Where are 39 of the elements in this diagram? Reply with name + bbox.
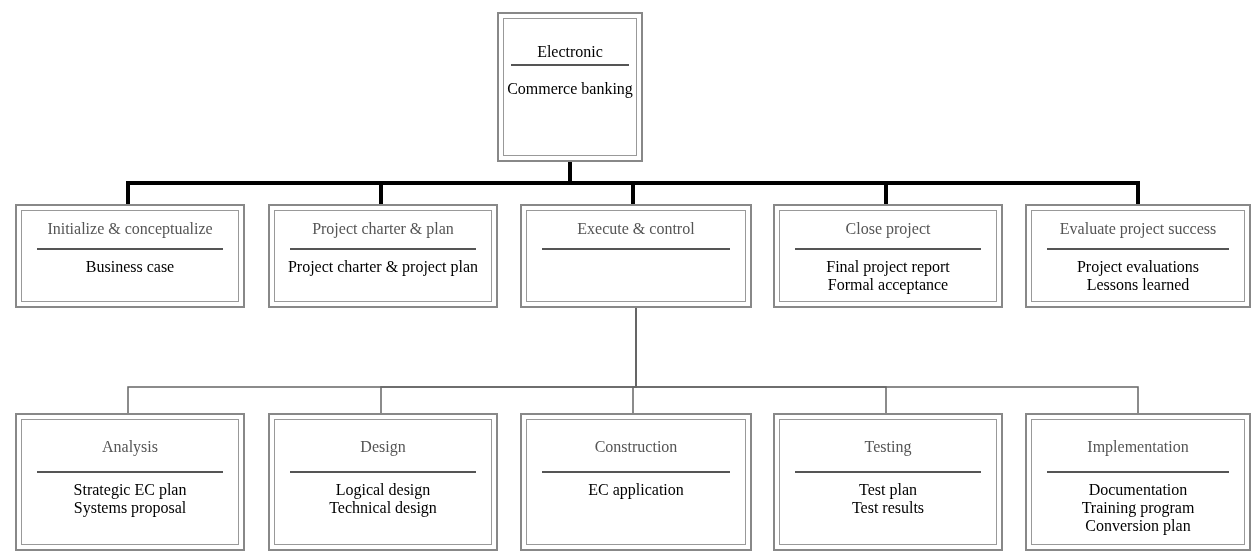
box-text: Strategic EC plan (72, 481, 188, 499)
box-text: Project charter & project plan (286, 258, 480, 276)
process-box (497, 12, 643, 162)
process-box (773, 413, 1003, 551)
process-box (15, 204, 245, 308)
process-box (520, 204, 752, 308)
process-box (268, 413, 498, 551)
box-text: Final project report (825, 258, 951, 276)
box-heading: Evaluate project success (1058, 219, 1218, 240)
box-text: Conversion plan (1084, 517, 1192, 535)
box-text: Logical design (334, 481, 432, 499)
box-heading: Initialize & conceptualize (46, 219, 214, 240)
box-heading: Close project (844, 219, 932, 240)
box-text: Documentation (1087, 481, 1189, 499)
box-text: Test plan (858, 481, 918, 499)
box-heading: Testing (863, 437, 913, 458)
box-heading: Project charter & plan (311, 219, 455, 240)
box-text: Systems proposal (72, 499, 188, 517)
process-box (268, 204, 498, 308)
box-text: EC application (587, 481, 685, 499)
box-heading: Analysis (101, 437, 159, 458)
box-text: Formal acceptance (826, 276, 950, 294)
box-heading: Execute & control (576, 219, 696, 239)
process-box (1025, 413, 1251, 551)
box-text: Project evaluations (1075, 258, 1201, 276)
process-box (520, 413, 752, 551)
process-box (1025, 204, 1251, 308)
box-heading: Construction (593, 437, 679, 457)
box-text: Lessons learned (1085, 276, 1191, 294)
box-text: Technical design (328, 499, 438, 517)
box-heading: Design (359, 437, 407, 458)
process-box (773, 204, 1003, 308)
box-text: Business case (84, 258, 176, 276)
box-text: Training program (1080, 499, 1196, 517)
box-text: Test results (850, 499, 926, 517)
box-heading: Implementation (1086, 437, 1190, 458)
box-heading: Electronic (536, 42, 604, 62)
box-text: Commerce banking (506, 79, 634, 98)
process-box (15, 413, 245, 551)
